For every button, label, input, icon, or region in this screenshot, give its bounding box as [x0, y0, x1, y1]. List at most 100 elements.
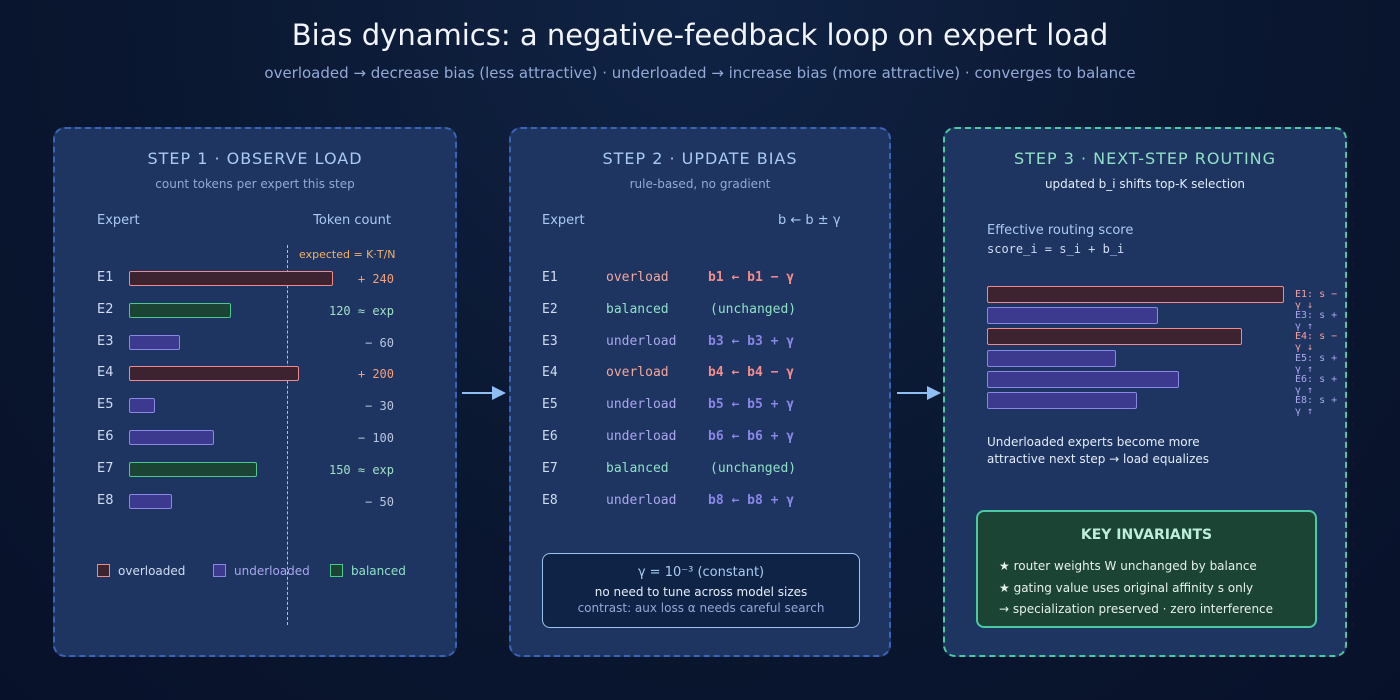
load-bar	[129, 302, 231, 318]
step3-title: STEP 3 · NEXT-STEP ROUTING	[1013, 149, 1277, 168]
diagram-title: Bias dynamics: a negative-feedback loop …	[291, 18, 1109, 52]
expert-label: E8	[97, 492, 114, 508]
step2-subtitle: rule-based, no gradient	[629, 177, 771, 191]
load-value: 150 ≈ exp	[328, 462, 394, 477]
legend-overloaded: overloaded	[97, 564, 185, 578]
step3-subtitle: updated b_i shifts top-K selection	[1044, 177, 1246, 191]
load-bar	[129, 271, 333, 286]
legend-balanced: balanced	[330, 564, 406, 578]
step1-col-tokens: Token count	[313, 213, 391, 228]
expected-load-line	[287, 245, 288, 625]
expert-label: E5	[542, 397, 558, 413]
step2-panel: STEP 2 · UPDATE BIAS rule-based, no grad…	[509, 127, 891, 657]
load-value: − 50	[365, 494, 394, 509]
expert-label: E4	[542, 365, 558, 381]
key-invariants-list: ★ router weights W unchanged by balance …	[999, 556, 1273, 621]
bias-update-rule: (unchanged)	[710, 301, 797, 317]
routing-score-label: E4: s − γ ↓	[1295, 331, 1338, 354]
step1-subtitle: count tokens per expert this step	[155, 177, 355, 191]
legend-balanced-label: balanced	[351, 564, 406, 578]
routing-score-label: E3: s + γ ↑	[1295, 310, 1338, 333]
bias-update-rule: (unchanged)	[710, 460, 797, 476]
expert-label: E2	[542, 301, 558, 317]
expert-label: E6	[542, 429, 558, 444]
expert-label: E6	[97, 429, 114, 444]
step1-panel: STEP 1 · OBSERVE LOAD count tokens per e…	[53, 127, 457, 657]
load-bar	[129, 334, 180, 350]
load-bar	[129, 493, 172, 509]
load-status: underload	[606, 333, 677, 349]
diagram-subtitle: overloaded → decrease bias (less attract…	[264, 64, 1136, 82]
step1-title: STEP 1 · OBSERVE LOAD	[147, 149, 363, 168]
legend-overloaded-label: overloaded	[118, 564, 186, 578]
bias-update-rule: b1 ← b1 − γ	[708, 270, 795, 285]
load-value: 120 ≈ exp	[328, 303, 394, 318]
routing-score-label: E6: s + γ ↑	[1295, 373, 1338, 396]
load-status: underload	[606, 429, 677, 444]
invariant-item: → specialization preserved · zero interf…	[999, 602, 1274, 616]
arrow-step2-to-step3	[897, 386, 941, 400]
gamma-note: no need to tune across model sizes	[594, 585, 808, 599]
invariant-item: ★ gating value uses original affinity s …	[999, 580, 1254, 595]
legend-balanced-swatch	[330, 564, 343, 577]
routing-score-bar	[987, 286, 1284, 303]
legend-overloaded-swatch	[97, 564, 110, 577]
bias-update-rule: b5 ← b5 + γ	[708, 397, 795, 413]
score-formula: score_i = s_i + b_i	[987, 242, 1125, 256]
routing-note-line1: Underloaded experts become more	[987, 435, 1200, 449]
load-status: balanced	[606, 460, 669, 476]
bias-update-rule: b3 ← b3 + γ	[708, 333, 795, 349]
legend-underloaded: underloaded	[213, 564, 310, 578]
routing-score-label: E8: s + γ ↑	[1295, 395, 1338, 417]
load-value: − 100	[357, 431, 394, 445]
load-bar	[129, 461, 257, 477]
load-status: underload	[606, 492, 677, 508]
load-bar	[129, 366, 299, 382]
arrow-step1-to-step2	[462, 386, 506, 400]
expert-label: E7	[97, 460, 114, 476]
expert-label: E3	[542, 333, 558, 349]
bias-update-rule: b6 ← b6 + γ	[708, 429, 795, 444]
routing-note-line2: attractive next step → load equalizes	[987, 452, 1210, 466]
step2-col-expert: Expert	[542, 213, 585, 228]
load-value: + 200	[357, 367, 394, 382]
invariant-item: ★ router weights W unchanged by balance	[999, 559, 1257, 573]
load-status: balanced	[606, 301, 669, 317]
bias-update-rule: b8 ← b8 + γ	[708, 492, 795, 508]
expert-label: E1	[97, 270, 114, 285]
routing-score-bar	[987, 328, 1242, 346]
routing-score-label: E1: s − γ ↓	[1295, 289, 1338, 311]
key-invariants-title: KEY INVARIANTS	[1080, 527, 1213, 543]
expert-label: E2	[97, 301, 114, 317]
load-bar	[129, 398, 155, 414]
routing-score-bar	[987, 392, 1137, 409]
load-status: underload	[606, 397, 677, 413]
score-title: Effective routing score	[987, 223, 1134, 238]
step2-title: STEP 2 · UPDATE BIAS	[602, 149, 798, 168]
routing-score-bar	[987, 349, 1116, 367]
expert-label: E1	[542, 270, 558, 285]
expected-label: expected = K·T/N	[299, 248, 396, 261]
step2-col-rule: b ← b ± γ	[778, 213, 841, 228]
expert-label: E5	[97, 397, 114, 413]
routing-score-bar	[987, 370, 1179, 388]
load-value: − 60	[365, 335, 394, 350]
gamma-box: γ = 10⁻³ (constant) no need to tune acro…	[542, 553, 860, 628]
load-value: + 240	[357, 272, 394, 286]
expert-label: E3	[97, 333, 114, 349]
legend-underloaded-swatch	[213, 564, 226, 577]
routing-score-label: E5: s + γ ↑	[1295, 352, 1338, 375]
gamma-contrast: contrast: aux loss α needs careful searc…	[577, 601, 825, 615]
expert-label: E8	[542, 492, 558, 508]
routing-note: Underloaded experts become more attracti…	[987, 434, 1209, 468]
step1-col-expert: Expert	[97, 213, 140, 228]
key-invariants-box: KEY INVARIANTS ★ router weights W unchan…	[976, 510, 1317, 628]
expert-label: E4	[97, 365, 114, 381]
expert-label: E7	[542, 460, 558, 476]
load-value: − 30	[365, 399, 394, 414]
step3-panel: STEP 3 · NEXT-STEP ROUTING updated b_i s…	[943, 127, 1347, 657]
bias-update-rule: b4 ← b4 − γ	[708, 365, 795, 381]
load-status: overload	[606, 365, 669, 381]
legend-underloaded-label: underloaded	[234, 564, 310, 578]
gamma-value: γ = 10⁻³ (constant)	[637, 565, 765, 580]
